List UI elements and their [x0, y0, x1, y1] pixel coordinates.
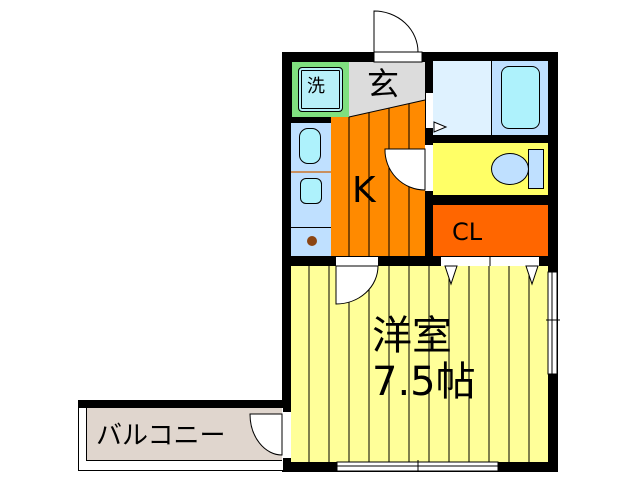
sink-icon	[299, 128, 321, 164]
stove-icon	[300, 178, 322, 204]
burner-dot-icon	[307, 236, 317, 246]
closet-area	[433, 205, 548, 256]
main-room-size: 7.5帖	[372, 359, 476, 405]
counter-divider	[291, 171, 331, 173]
main-room	[291, 266, 548, 462]
main-room-label: 洋室	[372, 313, 452, 359]
kitchen-label: K	[352, 170, 376, 211]
toilet-tank-icon	[528, 149, 544, 189]
laundry-label: 洗	[307, 76, 325, 97]
balcony-label: バルコニー	[96, 421, 226, 451]
bath-door	[426, 93, 433, 128]
genkan-label: 玄	[367, 65, 400, 103]
toilet-door	[425, 145, 433, 191]
washer-icon	[298, 67, 343, 112]
counter-divider-2	[291, 227, 331, 228]
balcony-floor	[86, 408, 282, 461]
closet-label: CL	[452, 218, 483, 246]
toilet-bowl-icon	[491, 153, 529, 185]
bathtub-icon	[501, 66, 540, 129]
